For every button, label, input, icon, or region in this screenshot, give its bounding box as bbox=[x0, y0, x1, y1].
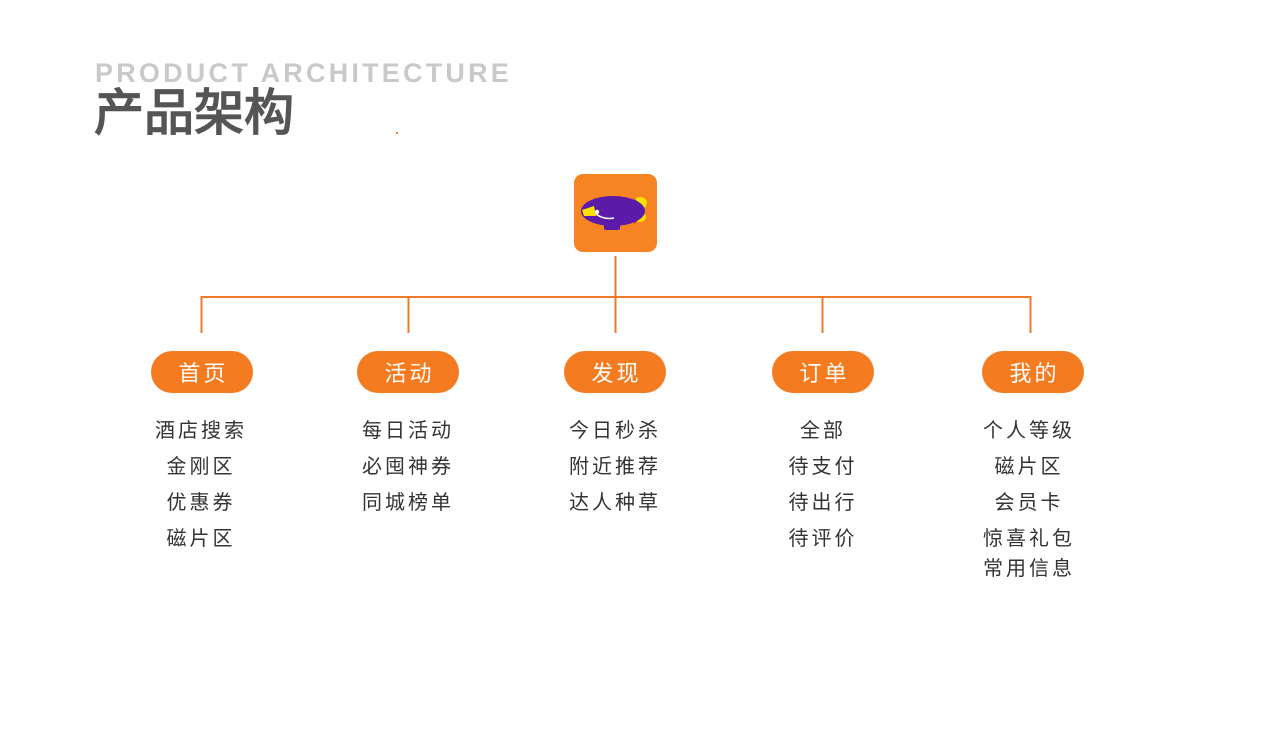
module-activity-items: 每日活动 必囤神券 同城榜单 bbox=[318, 414, 498, 522]
list-item[interactable]: 待评价 bbox=[788, 526, 858, 550]
airship-icon bbox=[581, 196, 647, 230]
list-item[interactable]: 待出行 bbox=[788, 490, 858, 514]
module-orders-items: 全部 待支付 待出行 待评价 bbox=[733, 414, 913, 558]
list-item[interactable]: 酒店搜索 bbox=[155, 418, 247, 442]
list-item[interactable]: 同城榜单 bbox=[362, 490, 454, 514]
section-heading-english: PRODUCT ARCHITECTURE bbox=[95, 58, 512, 88]
list-item[interactable]: 达人种草 bbox=[569, 490, 661, 514]
list-item[interactable]: 待支付 bbox=[788, 454, 858, 478]
module-activity-button[interactable]: 活动 bbox=[357, 351, 459, 393]
airship-app-icon[interactable] bbox=[574, 174, 657, 252]
module-home-button[interactable]: 首页 bbox=[151, 351, 253, 393]
list-item[interactable]: 附近推荐 bbox=[569, 454, 661, 478]
decorative-dot bbox=[396, 132, 398, 134]
list-item[interactable]: 金刚区 bbox=[166, 454, 236, 478]
list-item[interactable]: 全部 bbox=[800, 418, 846, 442]
module-discover-items: 今日秒杀 附近推荐 达人种草 bbox=[525, 414, 705, 522]
list-item[interactable]: 优惠券 bbox=[166, 490, 236, 514]
module-home-items: 酒店搜索 金刚区 优惠券 磁片区 bbox=[111, 414, 291, 558]
list-item[interactable]: 个人等级 bbox=[983, 418, 1075, 442]
module-mine-button[interactable]: 我的 bbox=[982, 351, 1084, 393]
section-heading-chinese: 产品架构 bbox=[94, 84, 294, 142]
list-item[interactable]: 惊喜礼包 bbox=[983, 526, 1075, 550]
list-item[interactable]: 今日秒杀 bbox=[569, 418, 661, 442]
module-orders-button[interactable]: 订单 bbox=[772, 351, 874, 393]
list-item[interactable]: 磁片区 bbox=[994, 454, 1064, 478]
list-item[interactable]: 磁片区 bbox=[166, 526, 236, 550]
list-item[interactable]: 每日活动 bbox=[362, 418, 454, 442]
module-mine-items: 个人等级 磁片区 会员卡 惊喜礼包 常用信息 bbox=[939, 414, 1119, 588]
list-item[interactable]: 会员卡 bbox=[994, 490, 1064, 514]
module-discover-button[interactable]: 发现 bbox=[564, 351, 666, 393]
list-item[interactable]: 常用信息 bbox=[983, 556, 1075, 580]
list-item[interactable]: 必囤神券 bbox=[362, 454, 454, 478]
